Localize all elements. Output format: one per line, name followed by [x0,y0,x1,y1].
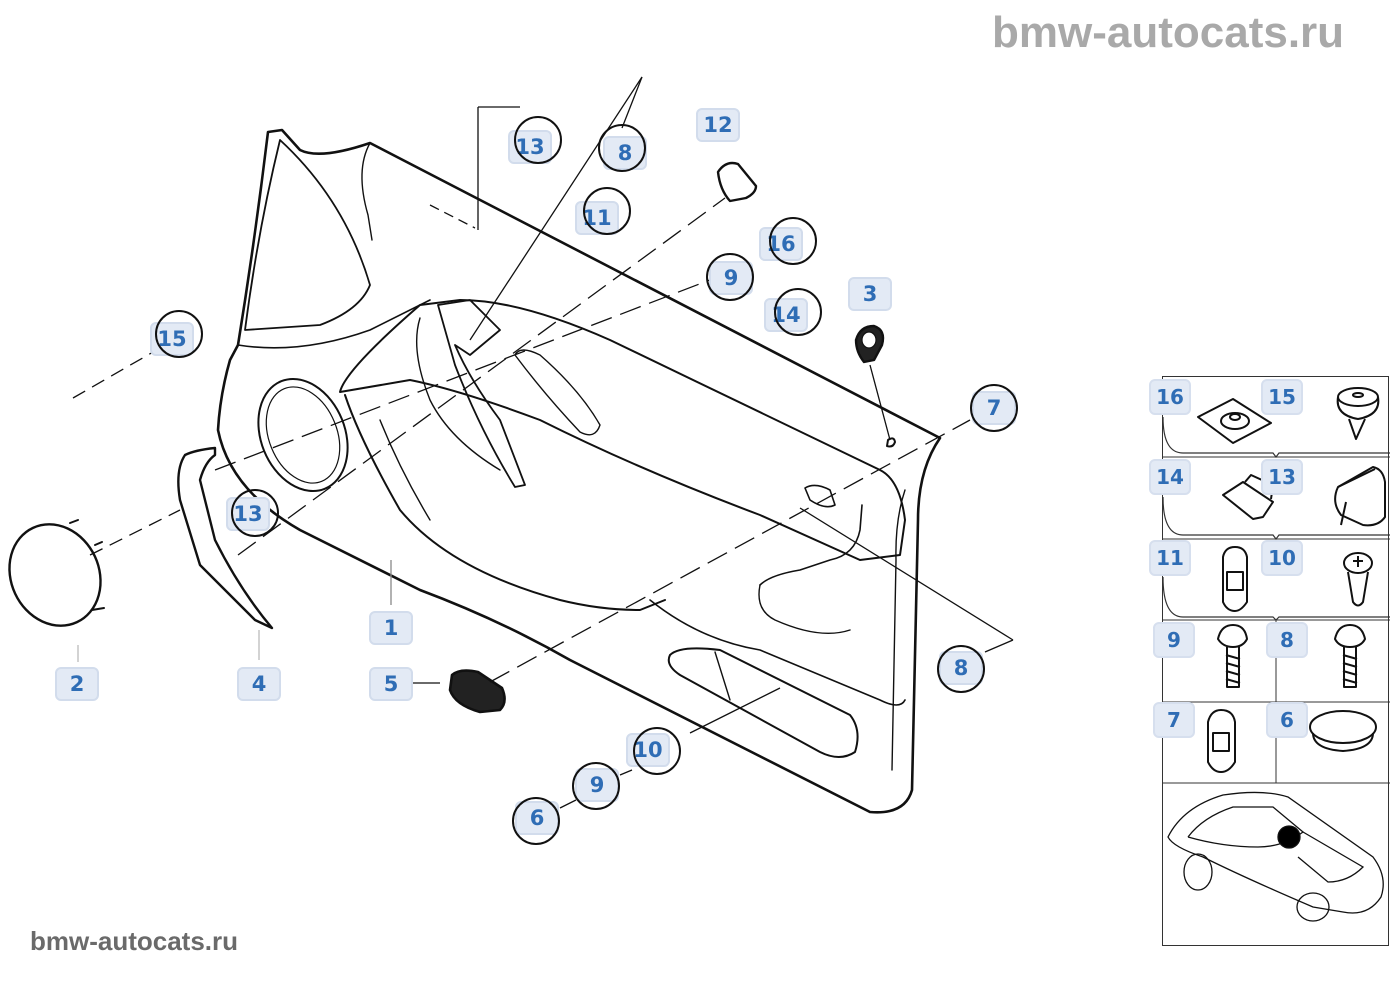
leader-line [869,364,891,441]
callout-4[interactable]: 4 [237,667,281,701]
callout-2[interactable]: 2 [55,667,99,701]
speaker-bezel [257,377,349,493]
legend-label-16[interactable]: 16 [1149,379,1191,415]
callout-7[interactable]: 7 [972,391,1016,425]
leader-line [619,769,633,776]
mirror-triangle [244,139,371,331]
callout-3[interactable]: 3 [848,277,892,311]
legend-label-13[interactable]: 13 [1261,459,1303,495]
leader-line [429,204,476,229]
car-locator-icon [1167,791,1384,922]
screw-icon [1217,624,1248,688]
plastic-nut-clip-icon-7 [1207,709,1236,773]
callout-8-right[interactable]: 8 [939,651,983,685]
leader-line [984,639,1014,653]
armrest-recess [339,299,906,561]
callout-14[interactable]: 14 [764,298,808,332]
callout-15[interactable]: 15 [150,322,194,356]
leader-line [72,347,161,399]
callout-5[interactable]: 5 [369,667,413,701]
expanding-rivet-clip-icon [1336,387,1380,440]
callout-16[interactable]: 16 [759,227,803,261]
speed-nut-clip-icon [1197,398,1272,444]
lower-map-pocket [667,647,859,758]
legend-label-14[interactable]: 14 [1149,459,1191,495]
part-tweeter-grille [448,669,506,714]
leader-line [89,509,181,556]
fastener-legend: 16 15 14 13 11 10 9 8 7 6 [1149,376,1390,946]
legend-label-8[interactable]: 8 [1266,622,1308,658]
callout-9-lower[interactable]: 9 [575,768,619,802]
legend-label-10[interactable]: 10 [1261,540,1303,576]
callout-12[interactable]: 12 [696,108,740,142]
legend-label-9[interactable]: 9 [1153,622,1195,658]
legend-grid [1163,387,1390,922]
screw-with-washer-icon [1334,624,1366,688]
leader-line [214,277,716,471]
part-trim-strip [177,446,274,630]
callout-13-top[interactable]: 13 [508,130,552,164]
spreading-rivet-icon [1343,552,1373,607]
edge-clip-icon [1334,466,1386,527]
callout-11[interactable]: 11 [575,201,619,235]
plastic-nut-clip-icon [1222,546,1248,612]
watermark-bottom: bmw-autocats.ru [30,926,239,956]
leader-line [559,799,577,809]
callout-1[interactable]: 1 [369,611,413,645]
part-cap [716,161,758,203]
leader-line [469,76,643,341]
leader-line [621,76,643,129]
callout-10[interactable]: 10 [626,733,670,767]
watermark-top: bmw-autocats.ru [992,8,1345,57]
legend-label-15[interactable]: 15 [1261,379,1303,415]
leader-line [799,507,1014,641]
legend-label-7[interactable]: 7 [1153,702,1195,738]
callout-8-top[interactable]: 8 [603,136,647,170]
legend-label-11[interactable]: 11 [1149,540,1191,576]
leader-line [237,197,726,556]
plug-cap-icon [1309,710,1377,752]
legend-label-6[interactable]: 6 [1266,702,1308,738]
door-pull-handle [437,299,526,488]
part-speaker-cover [8,523,102,627]
leader-line [689,687,781,734]
callout-6[interactable]: 6 [515,801,559,835]
callout-9-upper[interactable]: 9 [709,261,753,295]
callout-13-left[interactable]: 13 [226,497,270,531]
leader-line [489,419,971,683]
